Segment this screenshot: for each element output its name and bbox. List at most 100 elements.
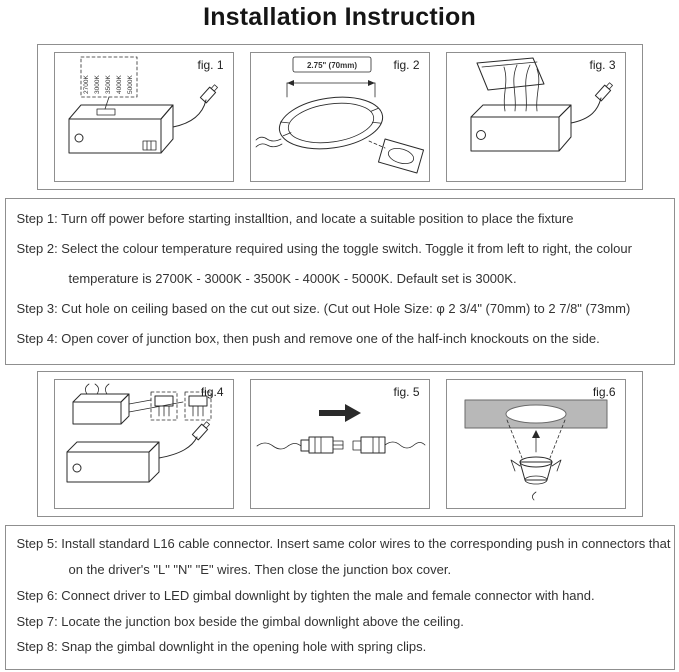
insert-arrow-head [531,429,540,438]
driver-color-switch-illustration: 2700K 3000K 3500K 4000K 5000K [68,56,218,154]
wire-to-connector [128,399,151,405]
temp-label: 5000K [127,75,134,94]
wire [104,383,109,395]
step-8: Step 8: Snap the gimbal downlight in the… [16,639,427,655]
figure-3-label: fig. 3 [589,58,616,72]
open-lid [476,57,544,91]
spring-clip [510,459,520,472]
downlight-face [278,96,383,150]
template-hole [387,147,414,165]
wire [94,383,99,395]
supply-wire [255,136,281,142]
ceiling-hole [505,404,566,424]
step-5-continued: on the driver's "L" "N" "E" wires. Then … [68,561,452,577]
knockout-hole [475,130,486,140]
junction-box-open-illustration [470,57,613,152]
plug-body [191,423,208,441]
driver-front-face [66,451,149,483]
wire-to-connector [128,401,183,413]
downlight-cutout-illustration: 2.75" (70mm) [255,56,424,174]
female-collar [352,440,361,451]
driver-side-face [148,441,159,483]
dimension-arrow-right [367,80,375,86]
template-card [377,138,424,174]
figure-panel-1: 2700K 3000K 3500K 4000K 5000K fig. 1 [53,52,234,182]
step-4: Step 4: Open cover of junction box, then… [16,330,600,346]
steps-5-8: Step 5: Install standard L16 cable conne… [4,524,675,671]
box-side-face [558,104,571,152]
step-5: Step 5: Install standard L16 cable conne… [16,535,671,551]
push-in-connector [184,391,211,421]
dimension-label-box [292,56,371,73]
gimbal-wire [531,491,536,501]
cable-plug [199,84,218,104]
step-1: Step 1: Turn off power before starting i… [16,211,574,226]
gimbal-bottom [524,475,547,485]
color-toggle-switch [96,108,115,116]
figure-panel-3: fig. 3 [445,52,626,182]
jbox-front-face [72,401,121,425]
driver-junction-wiring-illustration [66,383,211,483]
steps-1-4: Step 1: Turn off power before starting i… [4,198,675,365]
figure-panel-6: fig.6 [445,378,626,509]
output-cable [172,99,206,128]
female-cable-wire [384,441,425,449]
temp-label: 3000K [94,75,101,94]
lens [287,102,374,144]
jbox-top-face [72,393,129,403]
terminal-block [142,140,156,151]
gimbal-body [519,461,552,481]
gimbal-install-illustration [464,399,607,501]
dimension-label: 2.75" (70mm) [306,61,356,70]
supply-wire [255,143,282,148]
step-6: Step 6: Connect driver to LED gimbal dow… [16,587,595,603]
figure-panel-4: fig.4 [53,378,234,509]
rim-hatch [282,132,291,137]
step-3: Step 3: Cut hole on ceiling based on the… [16,300,631,316]
driver-top-face [68,104,173,120]
figure-4-label: fig.4 [200,384,224,399]
lid-detail [481,61,537,68]
leader-line [104,96,109,110]
driver-side-face [160,104,173,154]
output-cable [158,436,197,459]
output-cable [570,97,601,124]
plug-body [594,84,611,102]
figure-2-label: fig. 2 [393,58,420,72]
male-cable-wire [256,442,301,450]
plug-tip [202,421,210,429]
cable-connectors-illustration [256,403,425,454]
rim-hatch [369,107,379,112]
knockout-hole [74,133,83,143]
trim-ring [278,96,383,150]
template-leader [368,140,385,149]
wire [512,64,517,112]
spring-clip [551,459,561,472]
wire [503,66,506,112]
wire [535,68,539,112]
figure-panel-2: 2.75" (70mm) fig. 2 [249,52,430,182]
figures-row-1: 2700K 3000K 3500K 4000K 5000K fig. 1 [36,44,643,190]
wire [84,383,89,395]
box-top-face [470,104,571,118]
step-7: Step 7: Locate the junction box beside t… [16,613,464,629]
push-in-connector [150,391,177,421]
page-title: Installation Instruction [203,3,476,31]
step-2: Step 2: Select the colour temperature re… [16,240,632,256]
jbox-side-face [120,393,129,425]
figure-5-label: fig. 5 [393,384,420,399]
figures-row-2: fig.4 fig. 5 [36,370,643,517]
cutout-template [377,138,424,174]
plug-tip [210,84,218,92]
direction-arrow [318,403,361,422]
cable-plug [594,82,613,102]
plug-body [199,86,216,104]
rim-hatch [371,121,381,124]
temp-label: 3500K [105,75,112,94]
cable-plug [191,421,210,441]
dimension-arrow-left [286,80,294,86]
knockout-hole [72,463,81,473]
box-front-face [470,116,559,152]
figure-panel-5: fig. 5 [249,378,430,509]
male-ferrule [300,439,309,452]
